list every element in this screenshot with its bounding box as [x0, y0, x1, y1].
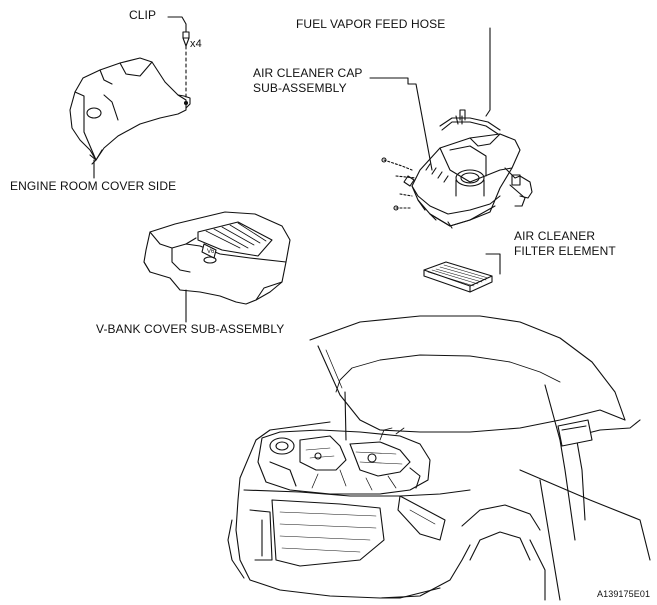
air-filter-element-part	[423, 253, 501, 293]
air-cleaner-assembly-part	[381, 109, 533, 229]
engine-room-cover-side-part	[69, 57, 191, 179]
clip-part	[167, 16, 190, 101]
air-cleaner-cap-label-line1: AIR CLEANER CAP	[253, 66, 363, 80]
v-bank-cover-label: V-BANK COVER SUB-ASSEMBLY	[96, 322, 285, 336]
fuel-vapor-feed-hose-label: FUEL VAPOR FEED HOSE	[296, 17, 446, 31]
clip-label: CLIP	[129, 8, 157, 22]
air-cleaner-cap-label-line2: SUB-ASSEMBLY	[253, 81, 347, 95]
figure-id-label: A139175E01	[597, 589, 651, 599]
fuel-hose-leader	[485, 27, 491, 117]
clip-quantity-label: x4	[190, 38, 202, 50]
cap-leader	[369, 77, 433, 171]
air-cleaner-filter-label-line2: FILTER ELEMENT	[514, 244, 616, 258]
air-cleaner-filter-label-line1: AIR CLEANER	[514, 229, 596, 243]
v-bank-cover-part: V6	[143, 211, 291, 323]
vehicle-part	[227, 315, 651, 601]
engine-room-cover-side-label: ENGINE ROOM COVER SIDE	[10, 179, 177, 193]
v6-emblem: V6	[207, 249, 215, 255]
